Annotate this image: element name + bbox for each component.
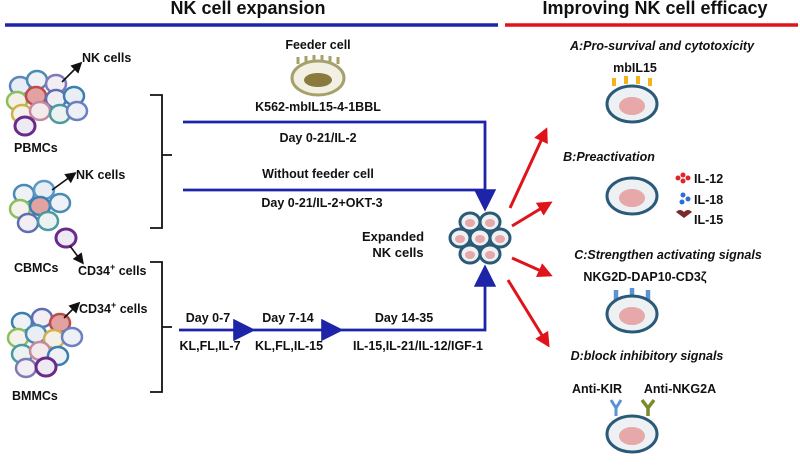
cbmc-nk-cells-label: NK cells [76, 168, 125, 182]
anti-kir-label: Anti-KIR [572, 382, 622, 396]
bmmc-cell-cluster [6, 307, 84, 379]
efficacy-arrows [506, 127, 553, 348]
stage-1-cytokines: KL,FL,IL-7 [179, 339, 240, 353]
stage-3-cytokines: IL-15,IL-21/IL-12/IGF-1 [353, 339, 483, 353]
bmmc-cd34-arrow [63, 301, 81, 319]
strategy-d-cell-icon [605, 414, 659, 454]
upper-bracket [150, 94, 172, 229]
arrow-to-d [506, 279, 550, 348]
strategy-a-cell-icon [605, 76, 659, 124]
bmmc-label: BMMCs [12, 389, 58, 403]
cbmc-cell-cluster [8, 179, 78, 249]
header-nk-expansion: NK cell expansion [170, 0, 325, 18]
expanded-label-line1: Expanded [362, 229, 424, 244]
il18-label: IL-18 [694, 193, 723, 207]
strategy-c-cell-icon [605, 288, 659, 334]
header-improving-efficacy: Improving NK cell efficacy [542, 0, 767, 18]
cbmc-nk-arrow [51, 172, 77, 191]
stage-1-day: Day 0-7 [186, 311, 231, 325]
il12-label: IL-12 [694, 172, 723, 186]
il15-label: IL-15 [694, 213, 723, 227]
arrow-to-b [511, 201, 553, 228]
pbmc-cell-cluster [5, 69, 89, 137]
lower-bracket [150, 261, 172, 393]
no-feeder-title: Without feeder cell [262, 167, 374, 181]
anti-kir-antibody-icon [609, 399, 623, 416]
pbmc-nk-arrow [61, 61, 83, 83]
cbmc-cd34-arrow [69, 245, 84, 265]
cd34-flow-line [179, 264, 497, 332]
il15-molecule-icon [676, 210, 692, 218]
strategy-b-title: B:Preactivation [563, 150, 655, 164]
expansion-flow-lines [179, 120, 497, 332]
strategy-d-title: D:block inhibitory signals [571, 349, 724, 363]
strategy-c-receptor-label: NKG2D-DAP10-CD3ζ [583, 270, 706, 284]
pbmc-label: PBMCs [14, 141, 58, 155]
strategy-b-cell-icon [605, 176, 659, 216]
anti-nkg2a-label: Anti-NKG2A [644, 382, 716, 396]
expanded-label-line2: NK cells [372, 245, 423, 260]
arrow-to-c [511, 256, 553, 277]
strategy-a-title: A:Pro-survival and cytotoxicity [569, 39, 755, 53]
no-feeder-protocol-label: Day 0-21/IL-2+OKT-3 [261, 196, 382, 210]
strategy-c-title: C:Strengthen activating signals [574, 248, 762, 262]
feeder-cell-title: Feeder cell [285, 38, 350, 52]
stage-2-day: Day 7-14 [262, 311, 313, 325]
feeder-line-label: K562-mbIL15-4-1BBL [255, 100, 381, 114]
stage-3-day: Day 14-35 [375, 311, 433, 325]
il12-molecule-icon [675, 172, 691, 184]
feeder-flow-line [183, 120, 497, 212]
cbmc-label: CBMCs [14, 261, 58, 275]
pbmc-nk-cells-label: NK cells [82, 51, 131, 65]
stage-2-cytokines: KL,FL,IL-15 [255, 339, 323, 353]
cbmc-cd34-label: CD34+ cells [78, 262, 147, 278]
bmmc-cd34-label: CD34+ cells [79, 300, 148, 316]
il18-molecule-icon [679, 192, 691, 205]
expanded-nk-cluster [448, 211, 512, 265]
arrow-to-a [508, 127, 548, 209]
strategy-a-receptor-label: mbIL15 [613, 61, 657, 75]
feeder-cell-icon [290, 55, 346, 97]
anti-nkg2a-antibody-icon [640, 398, 656, 416]
feeder-protocol-label: Day 0-21/IL-2 [279, 131, 356, 145]
